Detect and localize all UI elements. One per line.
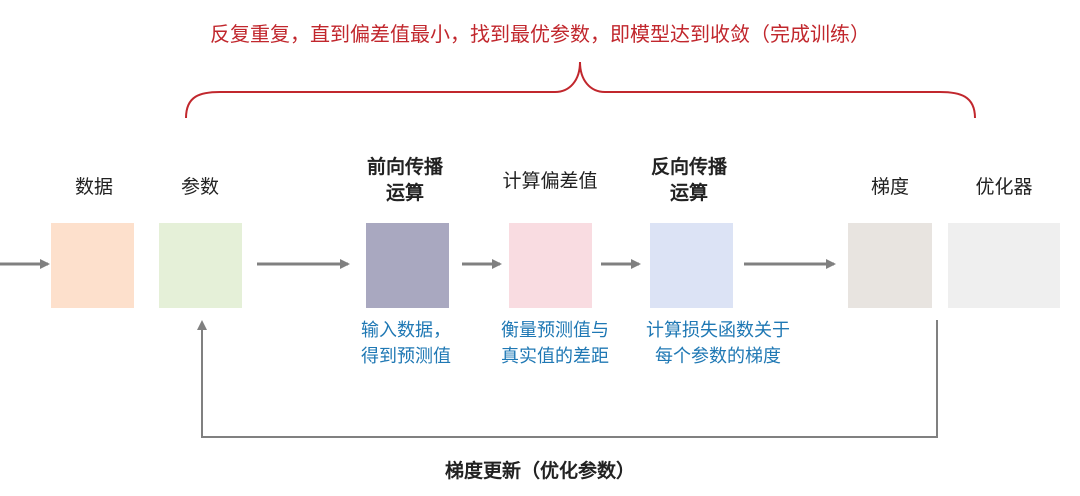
node-label-backward-line2: 运算 (669, 182, 708, 204)
optimizer-block (948, 223, 1060, 308)
node-label-backward: 反向传播 运算 (634, 154, 744, 206)
note-backward-line2: 每个参数的梯度 (655, 346, 781, 367)
node-label-forward-line2: 运算 (385, 182, 424, 204)
note-loss: 衡量预测值与 真实值的差距 (480, 318, 630, 370)
node-label-optimizer: 优化器 (975, 176, 1033, 198)
node-label-forward: 前向传播 运算 (350, 154, 460, 206)
node-label-loss: 计算偏差值 (502, 170, 598, 192)
feedback-loop-arrow (197, 320, 938, 438)
note-backward: 计算损失函数关于 每个参数的梯度 (628, 318, 808, 370)
top-caption: 反复重复，直到偏差值最小，找到最优参数，即模型达到收敛（完成训练） (210, 22, 870, 46)
backward-block (650, 223, 733, 308)
loss-block (509, 223, 592, 308)
data-block (51, 223, 134, 308)
node-label-forward-line1: 前向传播 (366, 156, 443, 178)
bottom-label: 梯度更新（优化参数） (444, 460, 635, 482)
params-block (159, 223, 242, 308)
node-label-data: 数据 (74, 176, 113, 198)
node-label-backward-line1: 反向传播 (650, 156, 727, 178)
note-backward-line1: 计算损失函数关于 (646, 320, 790, 341)
note-loss-line2: 真实值的差距 (501, 346, 609, 367)
note-forward-line1: 输入数据， (361, 320, 451, 341)
note-loss-line1: 衡量预测值与 (501, 320, 609, 341)
node-label-gradient: 梯度 (870, 176, 909, 198)
gradient-block (848, 223, 932, 308)
iteration-brace (185, 61, 976, 119)
note-forward-line2: 得到预测值 (361, 346, 451, 367)
node-label-params: 参数 (180, 176, 219, 198)
note-forward: 输入数据， 得到预测值 (336, 318, 476, 370)
forward-block (366, 223, 449, 308)
